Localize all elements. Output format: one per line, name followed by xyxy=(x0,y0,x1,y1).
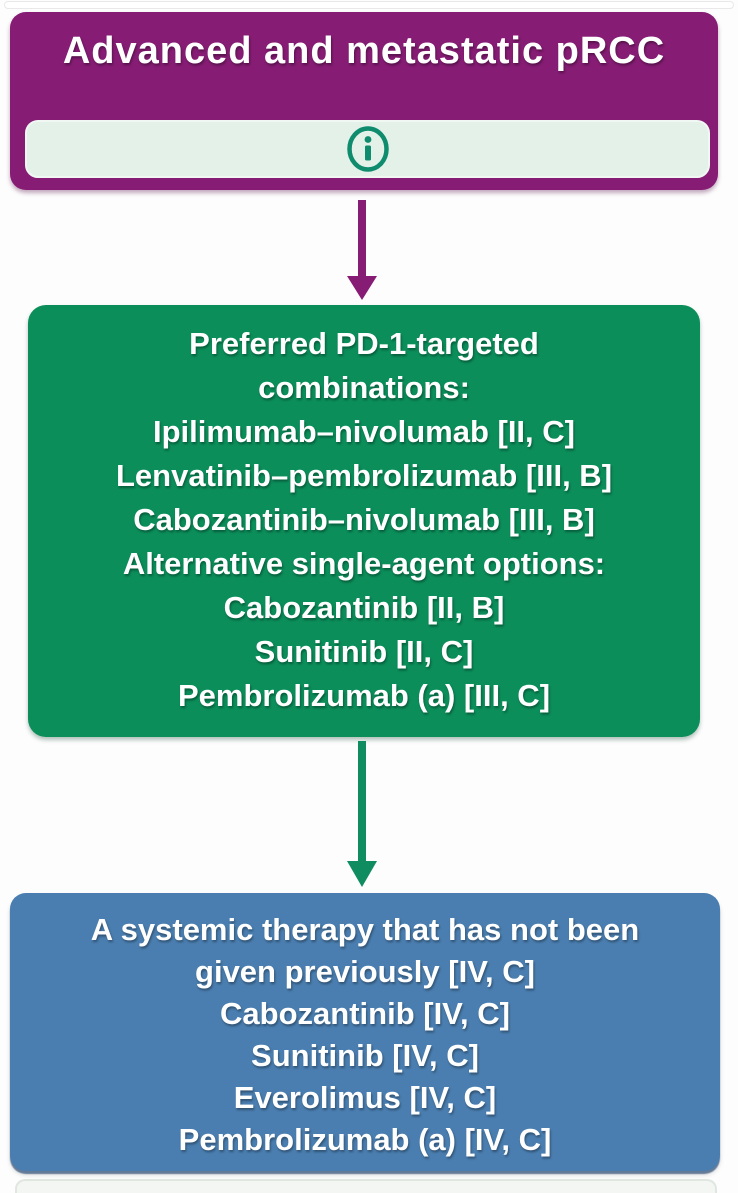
info-icon xyxy=(345,124,391,174)
therapy-option-line: Ipilimumab–nivolumab [II, C] xyxy=(153,414,575,449)
node-first-line-therapy: Preferred PD-1-targeted combinations: Ipil… xyxy=(28,305,700,737)
previous-section-edge xyxy=(4,1,734,9)
therapy-option-line: Pembrolizumab (a) [III, C] xyxy=(177,678,551,713)
therapy-option-line: Alternative single-agent options: xyxy=(122,546,606,581)
arrow-shaft xyxy=(358,741,366,863)
therapy-option-line: Lenvatinib–pembrolizumab [III, B] xyxy=(115,458,613,493)
arrow-head xyxy=(347,861,377,887)
subsequent-therapy-lines: A systemic therapy that has not been give… xyxy=(10,909,720,1161)
arrow-down-1 xyxy=(347,200,377,300)
first-line-therapy-lines: Preferred PD-1-targeted combinations: Ipil… xyxy=(28,322,700,718)
arrow-head xyxy=(347,276,377,300)
node-advanced-metastatic-prcc: Advanced and metastatic pRCC xyxy=(10,12,718,190)
next-section-edge xyxy=(15,1179,717,1193)
therapy-option-line: combinations: xyxy=(258,370,470,405)
therapy-option-line: Pembrolizumab (a) [IV, C] xyxy=(178,1122,552,1157)
arrow-down-2 xyxy=(347,741,377,887)
therapy-option-line: Cabozantinib–nivolumab [III, B] xyxy=(133,502,595,537)
therapy-option-line: Preferred PD-1-targeted xyxy=(189,326,539,361)
node-subsequent-therapy: A systemic therapy that has not been give… xyxy=(10,893,720,1171)
info-button[interactable] xyxy=(25,120,710,178)
therapy-option-line: Cabozantinib [II, B] xyxy=(223,590,505,625)
top-node-title: Advanced and metastatic pRCC xyxy=(62,30,666,72)
therapy-option-line: Sunitinib [II, C] xyxy=(254,634,474,669)
therapy-option-line: Everolimus [IV, C] xyxy=(233,1080,497,1115)
therapy-option-line: Cabozantinib [IV, C] xyxy=(220,996,510,1031)
therapy-option-line: given previously [IV, C] xyxy=(195,954,535,989)
therapy-option-line: A systemic therapy that has not been xyxy=(90,912,640,947)
arrow-shaft xyxy=(358,200,366,278)
therapy-option-line: Sunitinib [IV, C] xyxy=(251,1038,479,1073)
